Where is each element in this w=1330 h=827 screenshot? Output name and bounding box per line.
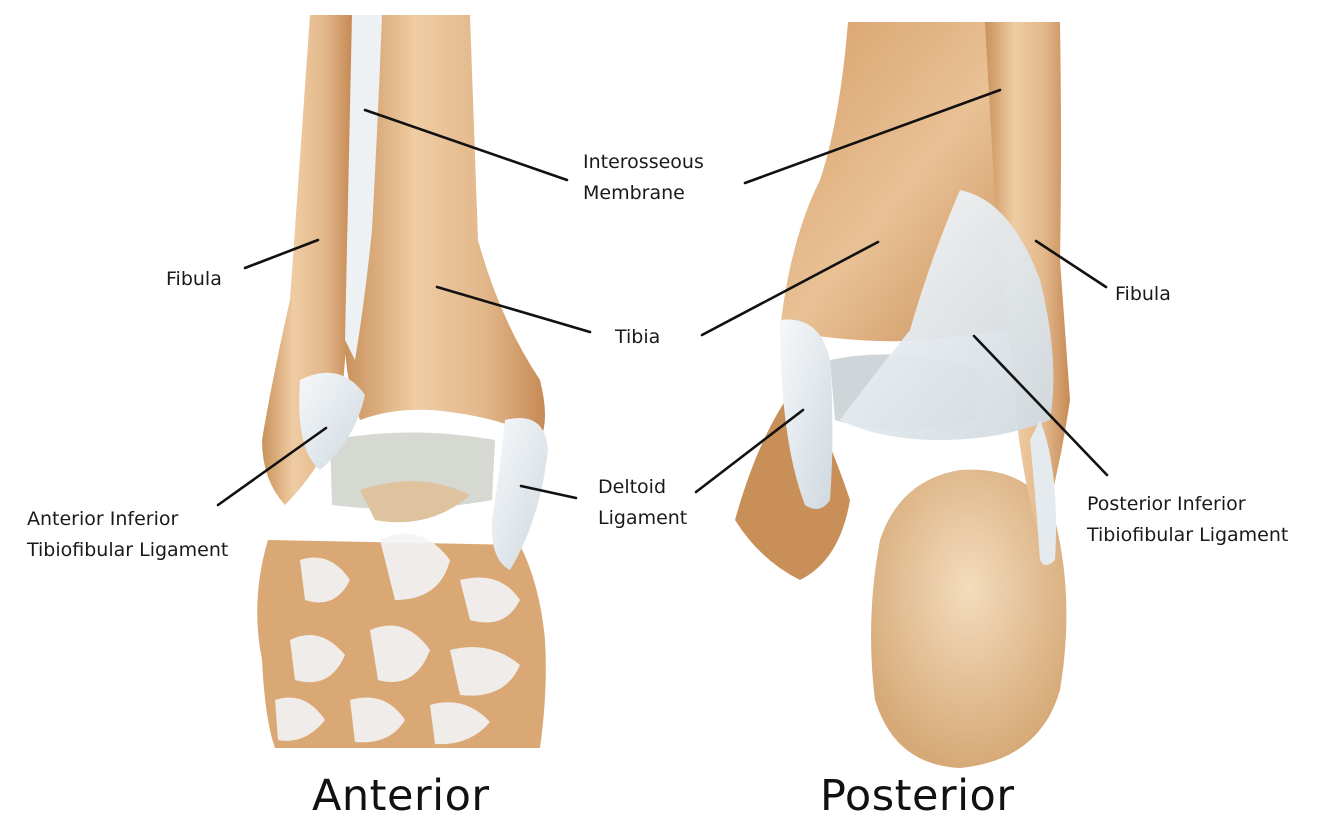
anterior-illustration [257,15,548,748]
label-fibula-posterior: Fibula [1115,279,1171,310]
label-fibula-anterior: Fibula [166,264,222,295]
label-aitfl-line1: Anterior Inferior [27,504,228,535]
label-tibia: Tibia [615,322,660,353]
label-pitfl-line2: Tibiofibular Ligament [1087,520,1288,551]
label-aitfl: Anterior Inferior Tibiofibular Ligament [27,504,228,566]
label-aitfl-line2: Tibiofibular Ligament [27,535,228,566]
label-interosseous-line2: Membrane [583,178,704,209]
label-pitfl: Posterior Inferior Tibiofibular Ligament [1087,489,1288,551]
label-deltoid-ligament: Deltoid Ligament [598,472,687,534]
posterior-illustration [735,22,1070,768]
view-title-posterior: Posterior [820,771,1015,821]
label-interosseous-line1: Interosseous [583,147,704,178]
anterior-deltoid [492,418,548,570]
label-deltoid-line1: Deltoid [598,472,687,503]
view-title-anterior: Anterior [312,771,490,821]
label-deltoid-line2: Ligament [598,503,687,534]
label-interosseous-membrane: Interosseous Membrane [583,147,704,209]
label-pitfl-line1: Posterior Inferior [1087,489,1288,520]
